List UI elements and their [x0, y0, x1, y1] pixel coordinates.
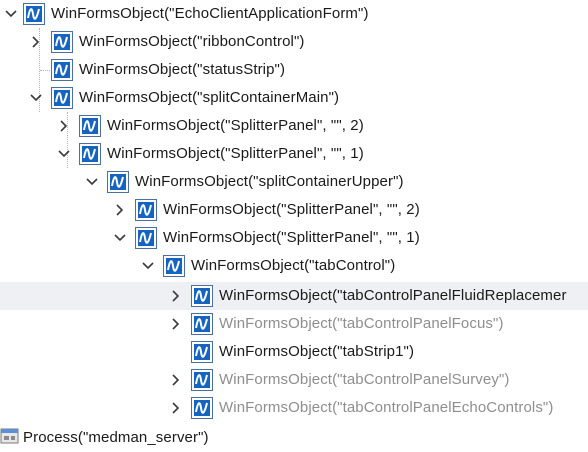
tree-node-label: WinFormsObject("SplitterPanel", "", 2)	[107, 117, 364, 134]
tree-node-split-container-upper[interactable]: WinFormsObject("splitContainerUpper")	[0, 168, 588, 196]
tree-node-label: WinFormsObject("ribbonControl")	[79, 33, 305, 50]
chevron-right-icon[interactable]	[167, 287, 185, 305]
chevron-right-icon[interactable]	[167, 315, 185, 333]
chevron-down-icon[interactable]	[2, 5, 20, 23]
winforms-object-icon	[191, 313, 213, 335]
winforms-object-icon	[191, 369, 213, 391]
tree-node-label: WinFormsObject("tabControlPanelFocus")	[219, 315, 504, 332]
winforms-object-icon	[135, 227, 157, 249]
tree-node-tab-panel-focus[interactable]: WinFormsObject("tabControlPanelFocus")	[0, 310, 588, 338]
chevron-right-icon[interactable]	[167, 399, 185, 417]
tree-node-ribbon-control[interactable]: WinFormsObject("ribbonControl")	[0, 28, 588, 56]
winforms-object-icon	[163, 255, 185, 277]
tree-node-tab-strip[interactable]: WinFormsObject("tabStrip1")	[0, 338, 588, 366]
tree-node-status-strip[interactable]: WinFormsObject("statusStrip")	[0, 56, 588, 84]
tree-guide-line	[40, 70, 50, 71]
tree-node-upper-splitter-panel-1[interactable]: WinFormsObject("SplitterPanel", "", 1)	[0, 224, 588, 252]
winforms-object-icon	[23, 3, 45, 25]
winforms-object-icon	[51, 59, 73, 81]
chevron-right-icon[interactable]	[111, 201, 129, 219]
tree-node-label: WinFormsObject("SplitterPanel", "", 1)	[107, 145, 364, 162]
chevron-down-icon[interactable]	[111, 229, 129, 247]
chevron-down-icon[interactable]	[55, 145, 73, 163]
tree-node-process-medman-server[interactable]: Process("medman_server")	[0, 424, 588, 452]
tree-node-tab-control[interactable]: WinFormsObject("tabControl")	[0, 252, 588, 280]
tree-node-splitter-panel-2[interactable]: WinFormsObject("SplitterPanel", "", 2)	[0, 112, 588, 140]
tree-node-tab-panel-echo-controls[interactable]: WinFormsObject("tabControlPanelEchoContr…	[0, 394, 588, 422]
chevron-down-icon[interactable]	[27, 89, 45, 107]
tree-node-label: WinFormsObject("splitContainerUpper")	[135, 173, 404, 190]
chevron-down-icon[interactable]	[139, 257, 157, 275]
process-icon	[0, 427, 20, 447]
tree-node-label: WinFormsObject("tabControlPanelFluidRepl…	[219, 287, 567, 304]
tree-guide-line	[39, 28, 40, 112]
tree-guide-line	[67, 112, 68, 168]
tree-node-label: WinFormsObject("SplitterPanel", "", 2)	[163, 201, 420, 218]
tree-node-label: WinFormsObject("splitContainerMain")	[79, 89, 340, 106]
tree-node-label: WinFormsObject("tabControlPanelEchoContr…	[219, 399, 554, 416]
tree-node-label: WinFormsObject("statusStrip")	[79, 61, 286, 78]
tree-node-split-container-main[interactable]: WinFormsObject("splitContainerMain")	[0, 84, 588, 112]
tree-node-label: WinFormsObject("SplitterPanel", "", 1)	[163, 229, 420, 246]
chevron-right-icon[interactable]	[167, 371, 185, 389]
tree-node-tab-panel-fluid-replacement[interactable]: WinFormsObject("tabControlPanelFluidRepl…	[0, 282, 588, 310]
tree-node-echo-client-form[interactable]: WinFormsObject("EchoClientApplicationFor…	[0, 0, 588, 28]
tree-node-label: WinFormsObject("tabControl")	[191, 257, 396, 274]
tree-node-label: Process("medman_server")	[23, 429, 209, 446]
winforms-object-icon	[135, 199, 157, 221]
tree-node-label: WinFormsObject("tabControlPanelSurvey")	[219, 371, 510, 388]
winforms-object-icon	[107, 171, 129, 193]
chevron-right-icon[interactable]	[27, 33, 45, 51]
tree-node-splitter-panel-1[interactable]: WinFormsObject("SplitterPanel", "", 1)	[0, 140, 588, 168]
chevron-down-icon[interactable]	[83, 173, 101, 191]
tree-node-label: WinFormsObject("EchoClientApplicationFor…	[51, 5, 369, 22]
winforms-object-icon	[79, 143, 101, 165]
tree-node-tab-panel-survey[interactable]: WinFormsObject("tabControlPanelSurvey")	[0, 366, 588, 394]
winforms-object-icon	[191, 341, 213, 363]
tree-node-label: WinFormsObject("tabStrip1")	[219, 343, 415, 360]
winforms-object-icon	[191, 285, 213, 307]
winforms-object-icon	[191, 397, 213, 419]
chevron-right-icon[interactable]	[55, 117, 73, 135]
winforms-object-icon	[51, 31, 73, 53]
winforms-object-icon	[51, 87, 73, 109]
tree-node-upper-splitter-panel-2[interactable]: WinFormsObject("SplitterPanel", "", 2)	[0, 196, 588, 224]
winforms-object-icon	[79, 115, 101, 137]
